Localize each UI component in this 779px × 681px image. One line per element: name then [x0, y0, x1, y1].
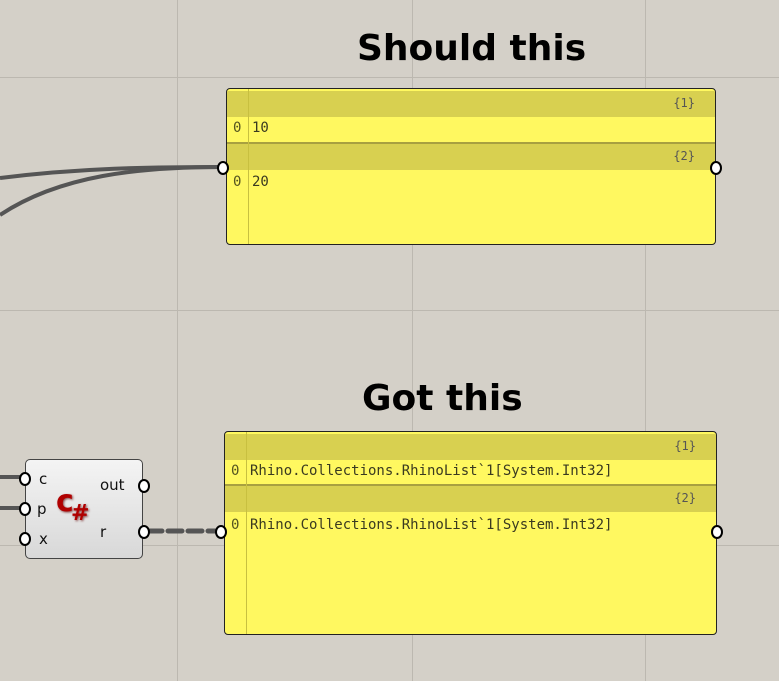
grid-line — [645, 0, 646, 681]
panel-input-port[interactable] — [217, 161, 229, 175]
output-out[interactable]: out — [100, 476, 125, 494]
column-separator — [246, 432, 247, 634]
input-x[interactable]: x — [39, 530, 48, 548]
divider — [227, 142, 715, 144]
panel-output-port[interactable] — [711, 525, 723, 539]
title-should: Should this — [357, 28, 587, 69]
wire[interactable] — [0, 165, 223, 217]
port-p[interactable] — [19, 502, 31, 516]
port-x[interactable] — [19, 532, 31, 546]
grid-line — [0, 310, 779, 311]
branch-header: {1} — [227, 91, 715, 117]
panel-output-port[interactable] — [710, 161, 722, 175]
port-out[interactable] — [138, 479, 150, 493]
divider — [225, 484, 716, 486]
panel-input-port[interactable] — [215, 525, 227, 539]
grid-line — [177, 0, 178, 681]
input-c[interactable]: c — [39, 470, 48, 488]
branch-header: {2} — [227, 144, 715, 170]
output-r[interactable]: r — [100, 523, 107, 541]
column-separator — [248, 89, 249, 244]
branch-header: {2} — [225, 486, 716, 512]
grid-line — [412, 0, 413, 681]
port-r[interactable] — [138, 525, 150, 539]
port-c[interactable] — [19, 472, 31, 486]
input-p[interactable]: p — [37, 500, 47, 518]
csharp-script-component[interactable]: c p x out r c # — [25, 459, 143, 559]
branch-header: {1} — [225, 434, 716, 460]
title-got: Got this — [362, 378, 523, 419]
grid-line — [0, 77, 779, 78]
